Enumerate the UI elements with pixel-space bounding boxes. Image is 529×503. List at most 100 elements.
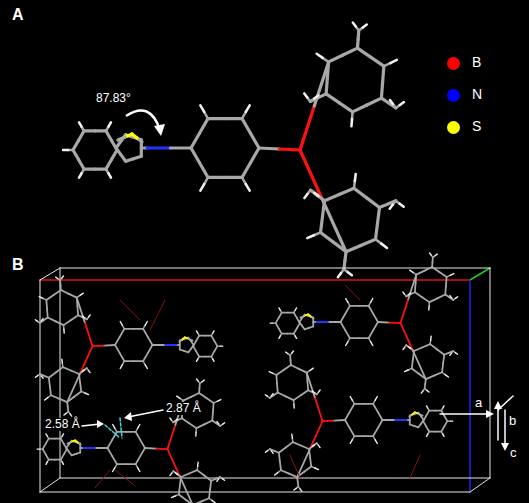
stroke [426,406,427,408]
stroke [46,309,48,318]
stroke [354,188,367,198]
stroke [170,418,172,420]
stroke [108,440,113,448]
stroke [117,463,126,465]
stroke [329,321,340,323]
stroke [140,440,145,448]
stroke [246,184,250,191]
stroke [82,370,84,372]
stroke [299,369,307,373]
stroke [313,443,317,446]
stroke [242,163,251,178]
stroke [270,322,273,323]
stroke [363,25,367,28]
stroke [405,419,407,421]
stroke [164,344,175,346]
stroke [279,308,280,310]
stroke [279,313,282,318]
stroke [35,376,37,378]
stroke [445,277,447,286]
stroke [171,146,192,149]
stroke [79,122,81,126]
stroke [124,360,133,362]
stroke [378,420,383,428]
stroke [138,468,140,472]
stroke [64,413,66,415]
stroke [350,428,355,436]
stroke [67,374,80,402]
stroke [136,432,141,440]
stroke [450,296,452,298]
stroke [210,481,211,490]
stroke [39,297,43,299]
stroke [304,466,311,471]
stroke [54,290,61,295]
stroke [350,337,359,339]
stroke [56,367,63,372]
molecule [37,379,224,503]
stroke [197,462,199,466]
stroke [410,270,413,272]
stroke [294,395,301,400]
stroke [200,105,204,112]
stroke [246,105,250,112]
stroke [310,421,323,449]
stroke [73,140,79,150]
stroke [497,407,499,440]
stroke [148,345,153,353]
stroke [375,397,377,401]
stroke [61,454,64,459]
stroke [422,297,429,302]
stroke [318,445,320,447]
legend-text: B [472,55,481,70]
stroke [354,174,357,181]
stroke [354,403,363,405]
stroke [276,375,278,384]
stroke [406,345,410,348]
stroke [450,420,453,421]
stroke [148,337,153,345]
stroke [55,459,61,461]
stroke [426,411,429,416]
stroke [46,462,47,464]
stroke [300,150,323,201]
stroke [490,268,491,478]
stroke [294,313,297,318]
stroke [80,293,83,295]
stroke [415,292,422,297]
stroke [73,150,79,160]
stroke [350,404,355,412]
stroke [126,463,135,465]
stroke [315,397,323,421]
stroke [128,410,163,417]
stroke [112,456,117,464]
stroke [63,329,65,333]
stroke [376,223,378,239]
stroke [214,341,217,346]
molecule [63,23,404,278]
stroke [297,323,300,328]
stroke [304,93,307,97]
stroke [383,66,384,82]
stroke [323,420,334,422]
stroke [324,194,339,200]
stroke [326,78,327,94]
stroke [437,349,444,354]
stroke [292,351,294,353]
stroke [108,173,110,177]
stroke [348,272,352,275]
stroke [116,148,121,155]
stroke [300,106,314,150]
stroke [378,412,383,420]
stroke [338,273,341,277]
stroke [390,100,393,104]
stroke [346,342,348,346]
stroke [115,337,120,345]
stroke [211,351,214,356]
stroke [40,374,44,376]
stroke [49,438,55,440]
stroke [189,423,196,428]
stroke [120,353,125,361]
stroke [470,268,490,280]
stroke [271,394,273,396]
